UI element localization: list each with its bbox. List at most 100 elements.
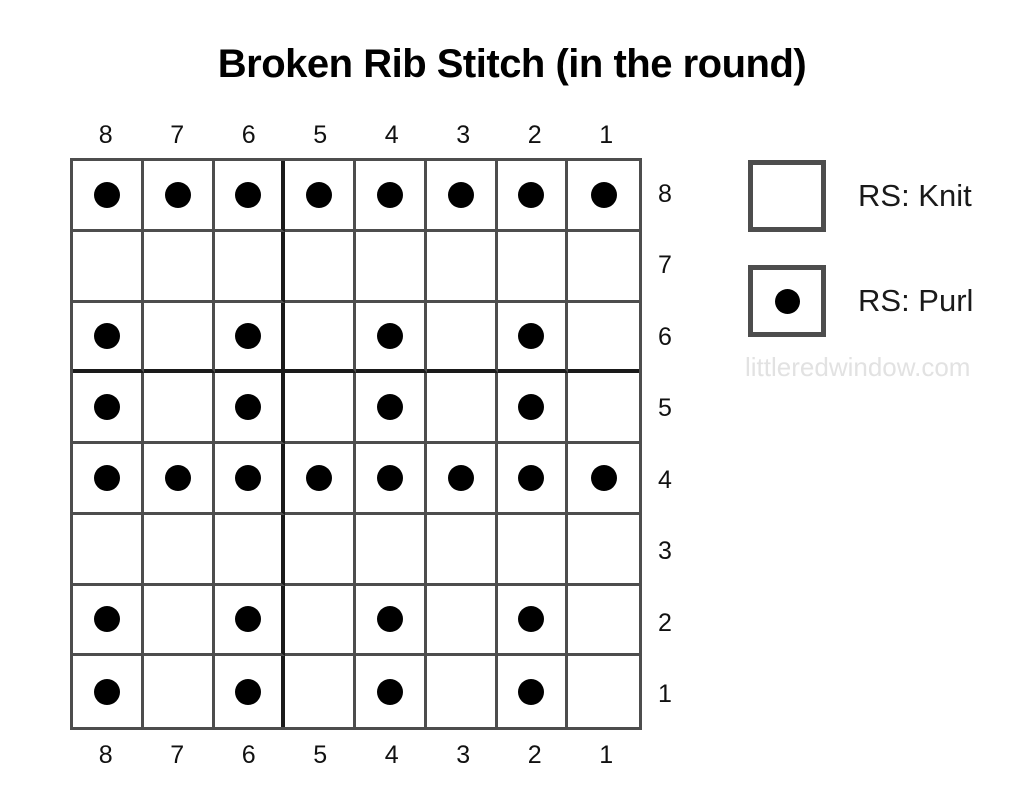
purl-dot-icon [518, 394, 545, 421]
stitch-cell-r7-c1[interactable] [568, 231, 639, 303]
stitch-cell-r2-c7[interactable] [143, 585, 215, 657]
stitch-cell-r5-c3[interactable] [426, 373, 498, 444]
stitch-cell-r3-c4[interactable] [356, 514, 427, 586]
stitch-cell-r8-c3[interactable] [426, 161, 498, 232]
purl-dot-icon [234, 181, 261, 208]
stitch-cell-r3-c1[interactable] [568, 514, 639, 586]
stitch-cell-r7-c8[interactable] [73, 231, 144, 303]
stitch-cell-r3-c6[interactable] [214, 514, 286, 586]
stitch-cell-r3-c8[interactable] [73, 514, 144, 586]
purl-dot-icon [590, 464, 617, 491]
stitch-cell-r8-c8[interactable] [73, 161, 144, 232]
stitch-cell-r5-c6[interactable] [214, 373, 286, 444]
stitch-cell-r6-c3[interactable] [426, 302, 498, 374]
legend-item-purl: RS: Purl [748, 265, 973, 337]
stitch-cell-r6-c6[interactable] [214, 302, 286, 374]
column-label-2: 2 [527, 121, 542, 149]
legend-item-knit: RS: Knit [748, 160, 972, 232]
stitch-cell-r6-c2[interactable] [497, 302, 569, 374]
stitch-cell-r5-c2[interactable] [497, 373, 569, 444]
stitch-cell-r2-c4[interactable] [356, 585, 427, 657]
purl-dot-icon [234, 606, 261, 633]
stitch-cell-r8-c4[interactable] [356, 161, 427, 232]
column-label-7: 7 [170, 121, 185, 149]
stitch-cell-r1-c3[interactable] [426, 656, 498, 727]
purl-dot-icon [774, 288, 800, 314]
column-label-5: 5 [313, 741, 328, 769]
stitch-cell-r3-c5[interactable] [285, 514, 356, 586]
stitch-cell-r1-c7[interactable] [143, 656, 215, 727]
stitch-cell-r7-c3[interactable] [426, 231, 498, 303]
stitch-cell-r5-c5[interactable] [285, 373, 356, 444]
stitch-cell-r1-c1[interactable] [568, 656, 639, 727]
stitch-cell-r8-c1[interactable] [568, 161, 639, 232]
column-label-2: 2 [527, 741, 542, 769]
stitch-cell-r4-c4[interactable] [356, 444, 427, 515]
stitch-cell-r1-c6[interactable] [214, 656, 286, 727]
purl-dot-icon [590, 181, 617, 208]
purl-dot-icon [447, 464, 474, 491]
stitch-cell-r1-c2[interactable] [497, 656, 569, 727]
stitch-cell-r7-c5[interactable] [285, 231, 356, 303]
stitch-cell-r4-c1[interactable] [568, 444, 639, 515]
stitch-cell-r6-c5[interactable] [285, 302, 356, 374]
stitch-cell-r8-c5[interactable] [285, 161, 356, 232]
stitch-cell-r6-c4[interactable] [356, 302, 427, 374]
stitch-cell-r2-c5[interactable] [285, 585, 356, 657]
stitch-cell-r1-c8[interactable] [73, 656, 144, 727]
stitch-cell-r7-c2[interactable] [497, 231, 569, 303]
stitch-cell-r2-c2[interactable] [497, 585, 569, 657]
purl-dot-icon [518, 181, 545, 208]
purl-dot-icon [93, 606, 120, 633]
stitch-cell-r4-c5[interactable] [285, 444, 356, 515]
stitch-cell-r2-c1[interactable] [568, 585, 639, 657]
purl-dot-icon [234, 678, 261, 705]
purl-dot-icon [93, 181, 120, 208]
purl-dot-icon [93, 464, 120, 491]
stitch-cell-r4-c6[interactable] [214, 444, 286, 515]
purl-dot-icon [93, 394, 120, 421]
stitch-cell-r2-c8[interactable] [73, 585, 144, 657]
legend-label-purl: RS: Purl [858, 283, 974, 318]
column-label-7: 7 [170, 741, 185, 769]
stitch-cell-r6-c7[interactable] [143, 302, 215, 374]
stitch-cell-r8-c6[interactable] [214, 161, 286, 232]
stitch-cell-r3-c3[interactable] [426, 514, 498, 586]
stitch-cell-r7-c4[interactable] [356, 231, 427, 303]
stitch-cell-r8-c2[interactable] [497, 161, 569, 232]
legend-label-knit: RS: Knit [858, 178, 972, 213]
stitch-cell-r5-c8[interactable] [73, 373, 144, 444]
stitch-cell-r3-c7[interactable] [143, 514, 215, 586]
stitch-cell-r8-c7[interactable] [143, 161, 215, 232]
stitch-cell-r4-c2[interactable] [497, 444, 569, 515]
purl-dot-icon [93, 678, 120, 705]
purl-dot-icon [164, 181, 191, 208]
purl-dot-icon [376, 181, 403, 208]
stitch-cell-r4-c8[interactable] [73, 444, 144, 515]
stitch-cell-r4-c3[interactable] [426, 444, 498, 515]
purl-dot-icon [376, 322, 403, 349]
stitch-cell-r3-c2[interactable] [497, 514, 569, 586]
stitch-cell-r2-c6[interactable] [214, 585, 286, 657]
stitch-cell-r5-c4[interactable] [356, 373, 427, 444]
purl-dot-icon [234, 322, 261, 349]
stitch-cell-r7-c7[interactable] [143, 231, 215, 303]
stitch-cell-r4-c7[interactable] [143, 444, 215, 515]
stitch-cell-r5-c7[interactable] [143, 373, 215, 444]
row-label-3: 3 [658, 537, 672, 566]
stitch-cell-r2-c3[interactable] [426, 585, 498, 657]
column-label-4: 4 [384, 741, 399, 769]
stitch-cell-r6-c1[interactable] [568, 302, 639, 374]
purl-dot-icon [234, 464, 261, 491]
stitch-cell-r1-c4[interactable] [356, 656, 427, 727]
column-label-3: 3 [456, 121, 471, 149]
purl-dot-icon [376, 464, 403, 491]
stitch-cell-r7-c6[interactable] [214, 231, 286, 303]
stitch-cell-r5-c1[interactable] [568, 373, 639, 444]
column-label-1: 1 [599, 741, 614, 769]
purl-dot-icon [518, 606, 545, 633]
row-label-6: 6 [658, 322, 672, 351]
purl-dot-icon [376, 394, 403, 421]
stitch-cell-r1-c5[interactable] [285, 656, 356, 727]
stitch-cell-r6-c8[interactable] [73, 302, 144, 374]
